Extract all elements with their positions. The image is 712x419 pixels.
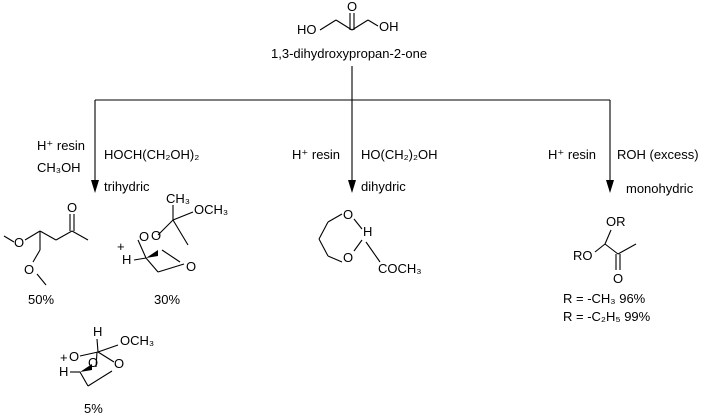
bond <box>137 239 147 259</box>
reagent-acid: H⁺ resin <box>37 138 85 153</box>
plus-sign-2: + <box>60 350 68 365</box>
yield-b: 30% <box>154 292 180 307</box>
bond <box>157 263 185 273</box>
bond <box>3 235 15 243</box>
wedge-bond <box>80 364 92 372</box>
bond <box>97 351 115 363</box>
alcohol-class-label: trihydric <box>104 179 150 194</box>
methoxy-oxygen: O <box>14 235 24 250</box>
bond <box>335 19 353 31</box>
bond <box>172 219 189 246</box>
alcohol-class-label: dihydric <box>361 179 406 194</box>
reagent-acid: H⁺ resin <box>548 147 596 162</box>
reagent-ethylene-glycol: HO(CH₂)₂OH <box>361 147 438 162</box>
bond <box>97 344 119 353</box>
bond <box>327 255 343 263</box>
ring-oxygen-top: O <box>343 207 353 222</box>
compound-name: 1,3-dihydroxypropan-2-one <box>271 46 427 61</box>
ring-oxygen-top: O <box>139 229 149 244</box>
alkoxy-left: RO <box>573 248 593 263</box>
branch-trihydric: H⁺ resin CH₃OH HOCH(CH₂OH)₂ trihydric O … <box>3 138 228 416</box>
bond <box>145 257 159 273</box>
bond <box>319 19 337 31</box>
arrow-middle-head <box>348 180 356 193</box>
bridgehead-h: H <box>59 364 68 379</box>
bond <box>318 238 329 257</box>
plus-sign: + <box>117 239 125 254</box>
reagent-acid: H⁺ resin <box>292 147 340 162</box>
bond <box>318 221 329 240</box>
ring-oxygen-bottom: O <box>186 259 196 274</box>
branch-arrows <box>91 66 614 193</box>
alkoxy-top: OR <box>606 214 626 229</box>
bond <box>367 19 379 27</box>
product-bicyclic-acetal-isomer: H OCH₃ O O O H 5% <box>59 324 154 416</box>
bond <box>594 243 606 253</box>
ring-oxygen-left: O <box>69 349 79 364</box>
bridgehead-h-top: H <box>93 324 102 339</box>
hydroxyl-right: OH <box>379 19 399 34</box>
methoxy-label: OCH₃ <box>120 333 154 348</box>
bond <box>95 351 98 368</box>
product-dialkoxyacetone: OR RO O <box>573 214 637 286</box>
bond <box>39 230 57 241</box>
product-dioxane: O H O COCH₃ <box>318 207 422 276</box>
reagent-alcohol: ROH (excess) <box>617 147 699 162</box>
product-dimethoxyacetone: O O O 50% <box>3 200 89 307</box>
bond <box>172 211 194 221</box>
bond <box>604 229 612 245</box>
bond <box>133 257 147 261</box>
yield-a: 50% <box>28 292 54 307</box>
branch-monohydric: H⁺ resin ROH (excess) monohydric OR RO O… <box>548 147 699 324</box>
yield-methyl: R = -CH₃ 96% <box>563 291 646 306</box>
alcohol-class-label: monohydric <box>626 181 694 196</box>
reagent-glycerol: HOCH(CH₂OH)₂ <box>104 147 199 162</box>
bond <box>353 239 363 252</box>
reagent-methanol: CH₃OH <box>37 160 81 175</box>
bond <box>87 370 113 387</box>
carbonyl-oxygen: O <box>347 0 357 14</box>
bond <box>161 249 181 263</box>
methyl-label: CH₃ <box>166 191 190 206</box>
methoxy-label: OCH₃ <box>194 202 228 217</box>
bond <box>36 273 47 286</box>
arrow-right-head <box>606 180 614 193</box>
bond <box>71 230 89 241</box>
bond <box>96 338 99 353</box>
acetyl-label: COCH₃ <box>378 261 422 276</box>
carbonyl-oxygen: O <box>613 271 623 286</box>
bond <box>353 218 363 230</box>
ring-oxygen-bottom: O <box>343 250 353 265</box>
bond <box>24 230 41 241</box>
wedge-bond <box>146 250 158 258</box>
bond <box>604 243 619 255</box>
starting-material: O HO OH 1,3-dihydroxypropan-2-one <box>271 0 427 61</box>
bond <box>327 213 343 223</box>
branch-dihydric: H⁺ resin HO(CH₂)₂OH dihydric O H O COCH₃ <box>292 147 438 276</box>
bond <box>351 19 369 31</box>
ring-oxygen-mid: O <box>88 355 98 370</box>
product-bicyclic-acetal: CH₃ OCH₃ O O H O 30% <box>122 191 228 307</box>
hydroxyl-left: HO <box>297 22 317 37</box>
ring-oxygen-mid: O <box>151 228 161 243</box>
yield-ethyl: R = -C₂H₅ 99% <box>563 309 651 324</box>
bond <box>79 351 99 357</box>
bond <box>157 219 174 236</box>
bond <box>32 249 41 263</box>
bond <box>365 241 381 263</box>
bond <box>79 371 89 387</box>
methoxy-oxygen-2: O <box>24 262 34 277</box>
acetal-h: H <box>363 224 372 239</box>
yield-c: 5% <box>84 401 103 416</box>
bond <box>55 230 73 241</box>
bond <box>617 243 637 255</box>
arrow-left-head <box>91 180 99 193</box>
bridgehead-h: H <box>122 252 131 267</box>
ring-oxygen-right: O <box>114 356 124 371</box>
carbonyl-oxygen: O <box>67 200 77 215</box>
